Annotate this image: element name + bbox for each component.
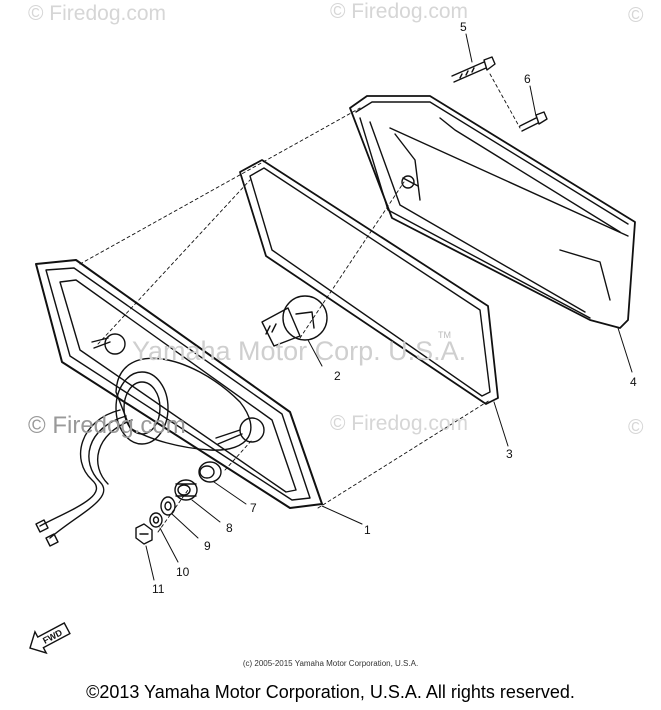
watermark-firedog: © Firedog.com	[330, 412, 469, 435]
watermark-firedog: © Firedog.com	[330, 0, 469, 23]
watermark-tm: TM	[438, 330, 451, 340]
callout-8: 8	[226, 521, 233, 535]
footer-copyright: ©2013 Yamaha Motor Corporation, U.S.A. A…	[86, 682, 575, 702]
leader-lines	[145, 33, 633, 581]
forward-arrow-icon: FWD	[29, 622, 71, 655]
callout-5: 5	[460, 20, 467, 34]
callout-7: 7	[250, 501, 257, 515]
callout-1: 1	[364, 523, 371, 537]
callout-6: 6	[524, 72, 531, 86]
watermark-yamaha: Yamaha Motor Corp. U.S.A.	[132, 336, 467, 366]
watermark-firedog: © Firedog.com	[28, 2, 167, 25]
callout-labels: 1 2 3 4 5 6 7 8 9 10 11	[152, 20, 637, 596]
bulb-part-2	[261, 295, 328, 347]
nut-part-11	[135, 523, 153, 545]
wiring-harness	[35, 409, 133, 547]
lens-frame-part-1	[35, 259, 323, 509]
screw-part-6	[519, 111, 548, 132]
screw-part-5	[451, 56, 496, 83]
callout-11: 11	[152, 582, 165, 596]
bushing-part-7	[198, 461, 222, 483]
gasket-part-3	[239, 159, 499, 405]
watermark-firedog-dark: © Firedog.com	[28, 412, 186, 439]
alignment-lines	[79, 73, 521, 533]
watermark-firedog-partial: ©	[628, 4, 644, 27]
callout-3: 3	[506, 447, 513, 461]
callout-2: 2	[334, 369, 341, 383]
reflector-part-1	[91, 333, 265, 451]
small-copyright: (c) 2005-2015 Yamaha Motor Corporation, …	[242, 659, 419, 668]
lock-washer-part-10	[149, 512, 163, 528]
callout-10: 10	[176, 565, 190, 579]
washer-part-9	[160, 496, 176, 516]
housing-part-4	[349, 95, 636, 329]
callout-9: 9	[204, 539, 211, 553]
callout-4: 4	[630, 375, 637, 389]
watermark-firedog-partial: ©	[628, 416, 644, 439]
grommet-part-8	[174, 479, 198, 501]
